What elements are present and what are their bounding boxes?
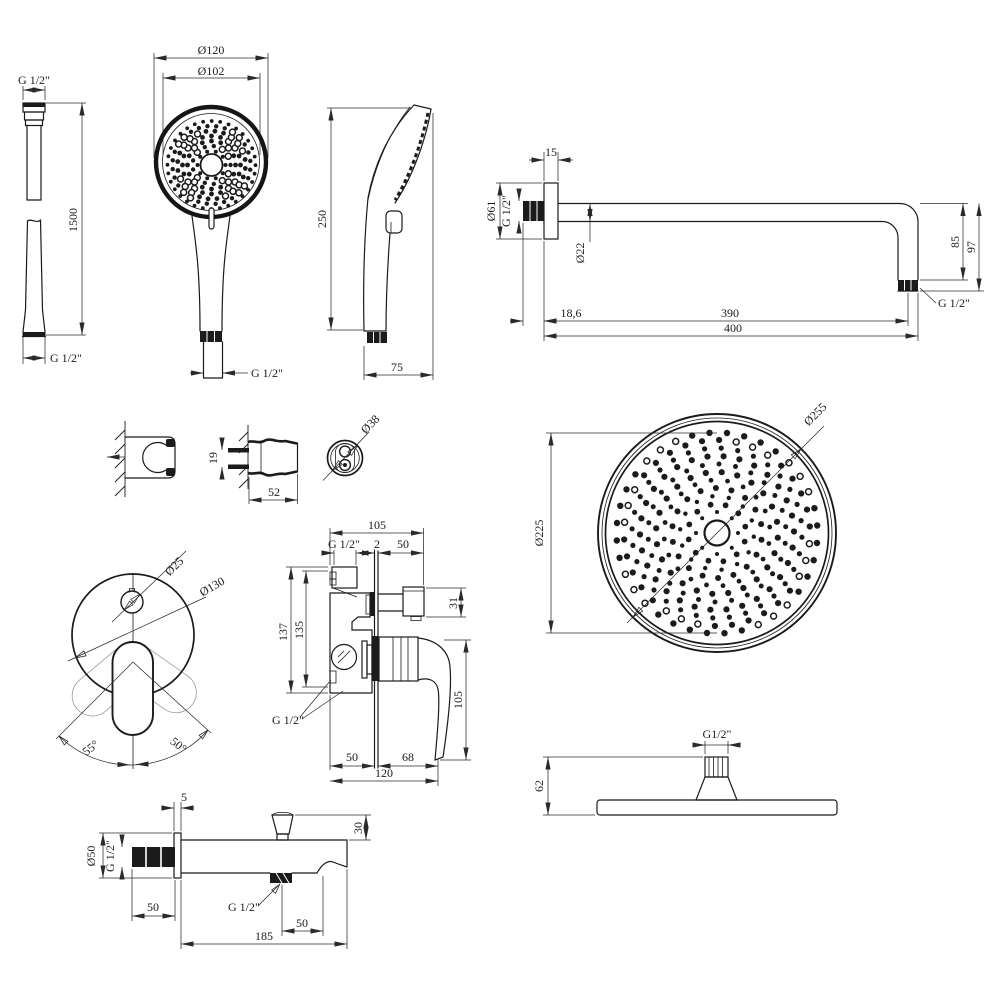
bracket-body (124, 436, 176, 479)
dim-mixer-handle-length: 105 (451, 691, 465, 709)
handshower-nozzle-dots (165, 119, 258, 211)
mixer-side-view: 105 G 1/2" 2 50 137 135 31 105 G 1/2" 50… (272, 518, 471, 786)
bracket-hook-arc (142, 441, 167, 474)
overhead-side-outline (596, 756, 838, 816)
mixer-front-dimensions (55, 550, 212, 768)
dim-hose-length: 1500 (66, 208, 80, 232)
overhead-front-dimensions (546, 425, 825, 634)
bracket-side-outline (228, 438, 299, 477)
spout-drawing: 5 Ø50 G 1/2" 50 30 G 1/2" 50 185 (84, 790, 371, 949)
bracket-front-view (107, 421, 176, 497)
dim-spout-flange-width: 5 (181, 790, 187, 804)
mixer-side-dimensions (286, 528, 471, 786)
mixer-handle (111, 641, 154, 736)
dim-handshower-width: 75 (391, 360, 403, 374)
arm-dimensions (496, 152, 984, 341)
dim-bracket-pin-spacing: 19 (206, 452, 220, 464)
wall-hatch (114, 421, 126, 497)
dim-arm-drop-total: 97 (964, 241, 978, 253)
dim-mixer-bottom-total: 120 (375, 766, 393, 780)
dim-mixer-plate-dia: Ø130 (197, 574, 227, 599)
dim-arm-tube-dia: Ø22 (573, 243, 587, 264)
dim-overhead-face-dia: Ø225 (532, 520, 546, 547)
dim-arm-wall-thread: G 1/2" (499, 195, 513, 227)
dim-spout-thread-length: 50 (147, 900, 159, 914)
dim-arm-flange-width: 15 (545, 145, 557, 159)
overhead-side-dimensions (543, 741, 741, 816)
dim-hose-thread-bottom: G 1/2" (50, 351, 82, 365)
shower-arm-drawing: 15 Ø61 G 1/2" Ø22 18,6 390 400 85 97 G 1… (484, 145, 984, 341)
dim-bracket-depth: 52 (268, 485, 280, 499)
dim-handshower-face-dia: Ø102 (198, 64, 225, 78)
dim-mixer-inlet-thread: G 1/2" (272, 713, 304, 727)
mixer-side-outline (329, 550, 452, 769)
dim-spout-outlet-offset: 50 (296, 916, 308, 930)
dim-mixer-top-thread: G 1/2" (328, 537, 360, 551)
hose-drawing: G 1/2" 1500 G 1/2" (18, 73, 86, 365)
dim-mixer-height-inner: 135 (292, 621, 306, 639)
overhead-side-view: G1/2" 62 (532, 727, 838, 816)
handshower-head (153, 104, 269, 379)
dim-overhead-thread: G1/2" (703, 727, 732, 741)
dim-handshower-thread: G 1/2" (251, 366, 283, 380)
handshower-front-view: Ø120 Ø102 G 1/2" (153, 43, 283, 380)
dim-spout-outlet-thread: G 1/2" (228, 900, 260, 914)
dim-overhead-outer-dia: Ø255 (801, 400, 830, 429)
dim-mixer-knob-dia: Ø25 (162, 554, 187, 579)
bracket-back-view: Ø38 (322, 412, 383, 481)
dim-mixer-angle-right: 50° (168, 734, 190, 755)
diverter-knob (120, 590, 144, 614)
arm-outline (523, 182, 919, 292)
dim-hose-thread-top: G 1/2" (18, 73, 50, 87)
dim-arm-thread: G 1/2" (938, 296, 970, 310)
bracket-side-view: 19 52 (206, 425, 299, 504)
dim-arm-drop: 85 (948, 236, 962, 248)
dim-spout-knob-height: 30 (351, 822, 365, 834)
dim-arm-wall-offset: 18,6 (561, 306, 582, 320)
handshower-side-view: 250 75 (315, 104, 434, 380)
dim-handshower-outer-dia: Ø120 (198, 43, 225, 57)
dim-spout-length: 185 (255, 929, 273, 943)
dim-mixer-outlet-dia: 31 (446, 597, 460, 609)
spout-dimensions (99, 802, 371, 949)
dim-spout-flange-dia: Ø50 (84, 846, 98, 867)
mixer-front-view: Ø25 Ø130 55° 50° (55, 550, 227, 769)
wall-hatch (238, 425, 249, 489)
hose-dimensions (22, 86, 86, 364)
dim-arm-length-total: 400 (724, 321, 742, 335)
dim-overhead-height: 62 (532, 780, 546, 792)
dim-mixer-angle-left: 55° (80, 737, 102, 758)
dim-arm-flange-dia: Ø61 (484, 201, 498, 222)
dim-spout-wall-thread: G 1/2" (103, 840, 117, 872)
handshower-side-dimensions (327, 107, 434, 380)
mixer-lever (417, 637, 452, 761)
dim-mixer-bottom-left: 50 (346, 750, 358, 764)
dim-handshower-height: 250 (315, 210, 329, 228)
bracket-dia-leader (322, 431, 370, 481)
spout-outline (132, 811, 348, 884)
overhead-front-view: Ø255 Ø225 (532, 400, 837, 653)
hose-outline (21, 102, 47, 338)
handshower-side-outline (363, 104, 432, 343)
handshower-front-dimensions (153, 53, 269, 376)
dim-mixer-bottom-right: 68 (402, 750, 414, 764)
dim-mixer-height: 137 (276, 623, 290, 641)
bracket-side-dimensions (219, 437, 298, 504)
dim-mixer-outlet-length: 50 (397, 537, 409, 551)
dim-arm-length: 390 (721, 306, 739, 320)
dim-bracket-dia: Ø38 (358, 412, 383, 437)
dim-mixer-wall-gap: 2 (374, 537, 380, 551)
dim-mixer-width: 105 (368, 518, 386, 532)
